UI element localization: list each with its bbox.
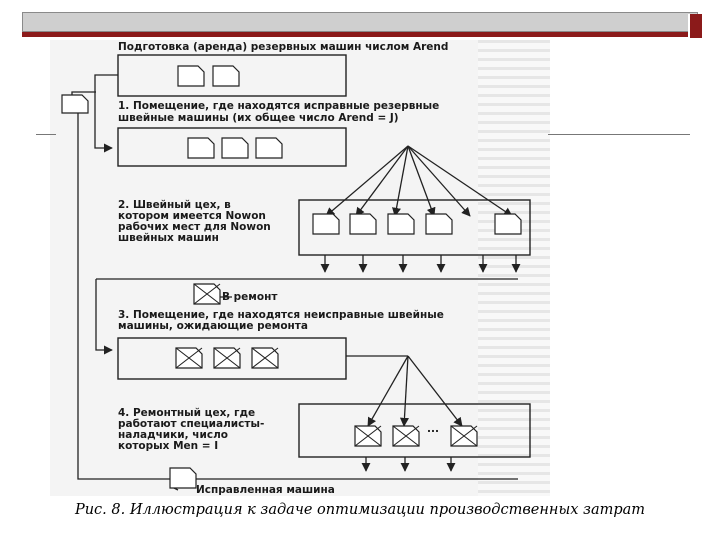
stage1-line2: швейные машины (их общее число Arend = J… <box>118 112 399 124</box>
stage1-box <box>117 127 347 167</box>
stage3-line2: машины, ожидающие ремонта <box>118 320 308 332</box>
working-machine-icon <box>349 213 377 235</box>
to-repair-label: В ремонт <box>222 291 278 303</box>
stage4-line3: наладчики, число <box>118 429 228 441</box>
reserve-machine-icon <box>255 137 283 159</box>
divider-right <box>548 134 690 135</box>
stage2-box <box>298 199 531 256</box>
stage4-line2: работают специалисты- <box>118 418 264 430</box>
stage4-line1: 4. Ремонтный цех, где <box>118 407 255 419</box>
stage2-line2: котором имеется Nowon <box>118 210 266 222</box>
corner-tab <box>688 14 702 38</box>
incoming-machine-icon <box>61 94 89 114</box>
figure-caption: Рис. 8. Иллюстрация к задаче оптимизации… <box>74 502 646 518</box>
spare-machine-icon <box>177 65 205 87</box>
stage4-box <box>298 403 531 458</box>
accent-line <box>22 32 698 37</box>
divider-left <box>36 134 56 135</box>
working-machine-icon <box>312 213 340 235</box>
stage2-line3: рабочих мест для Nowon <box>118 221 271 233</box>
scanned-figure-background <box>50 40 550 496</box>
working-machine-icon <box>494 213 522 235</box>
repaired-label: Исправленная машина <box>196 484 335 496</box>
stage3-line1: 3. Помещение, где находятся неисправные … <box>118 309 444 321</box>
stage2-line4: швейных машин <box>118 232 219 244</box>
working-machine-icon <box>387 213 415 235</box>
spare-machine-icon <box>212 65 240 87</box>
top-label: Подготовка (аренда) резервных машин числ… <box>118 41 448 53</box>
repaired-machine-icon <box>169 467 197 489</box>
stage2-line1: 2. Швейный цех, в <box>118 199 231 211</box>
reserve-machine-icon <box>187 137 215 159</box>
stage4-line4: которых Men = I <box>118 440 218 452</box>
reserve-machine-icon <box>221 137 249 159</box>
stage1-line1: 1. Помещение, где находятся исправные ре… <box>118 100 439 112</box>
machines-ellipsis: ... <box>427 423 439 435</box>
stage3-box <box>117 337 347 380</box>
working-machine-icon <box>425 213 453 235</box>
